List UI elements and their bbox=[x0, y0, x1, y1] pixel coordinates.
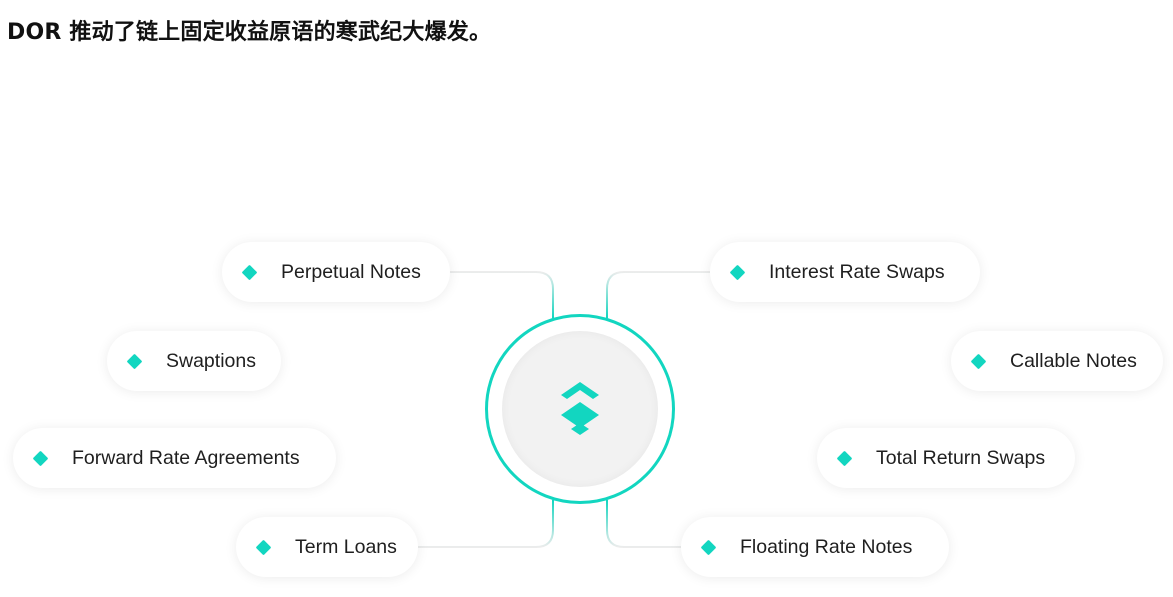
primitive-label: Callable Notes bbox=[1010, 349, 1137, 372]
diamond-bullet-icon bbox=[700, 539, 717, 555]
page-heading: DOR 推动了链上固定收益原语的寒武纪大爆发。 bbox=[7, 20, 492, 45]
primitive-label: Forward Rate Agreements bbox=[72, 446, 300, 469]
diamond-bullet-icon bbox=[32, 450, 49, 466]
primitive-label: Total Return Swaps bbox=[876, 446, 1046, 469]
primitive-floating-rate-notes: Floating Rate Notes bbox=[681, 517, 949, 577]
diamond-bullet-icon bbox=[255, 539, 272, 555]
primitive-callable-notes: Callable Notes bbox=[951, 331, 1163, 391]
primitive-total-return-swaps: Total Return Swaps bbox=[817, 428, 1075, 488]
primitive-term-loans: Term Loans bbox=[236, 517, 418, 577]
connector-perpetual-notes bbox=[447, 271, 554, 318]
primitive-forward-rate-agreements: Forward Rate Agreements bbox=[13, 428, 336, 488]
primitive-label: Interest Rate Swaps bbox=[769, 260, 945, 283]
primitive-label: Term Loans bbox=[295, 535, 397, 558]
primitive-swaptions: Swaptions bbox=[107, 331, 281, 391]
diamond-bullet-icon bbox=[126, 353, 143, 369]
diamond-bullet-icon bbox=[970, 353, 987, 369]
connector-interest-rate-swaps bbox=[606, 271, 710, 318]
diamond-bullet-icon bbox=[836, 450, 853, 466]
primitive-interest-rate-swaps: Interest Rate Swaps bbox=[710, 242, 980, 302]
primitive-perpetual-notes: Perpetual Notes bbox=[222, 242, 450, 302]
primitive-label: Perpetual Notes bbox=[281, 260, 421, 283]
stacked-chevron-logo-icon bbox=[561, 382, 599, 435]
diamond-bullet-icon bbox=[241, 264, 258, 280]
connector-term-loans bbox=[418, 500, 554, 548]
connector-floating-rate-notes bbox=[606, 500, 681, 548]
primitive-label: Floating Rate Notes bbox=[740, 535, 913, 558]
primitive-label: Swaptions bbox=[166, 349, 256, 372]
diamond-bullet-icon bbox=[729, 264, 746, 280]
